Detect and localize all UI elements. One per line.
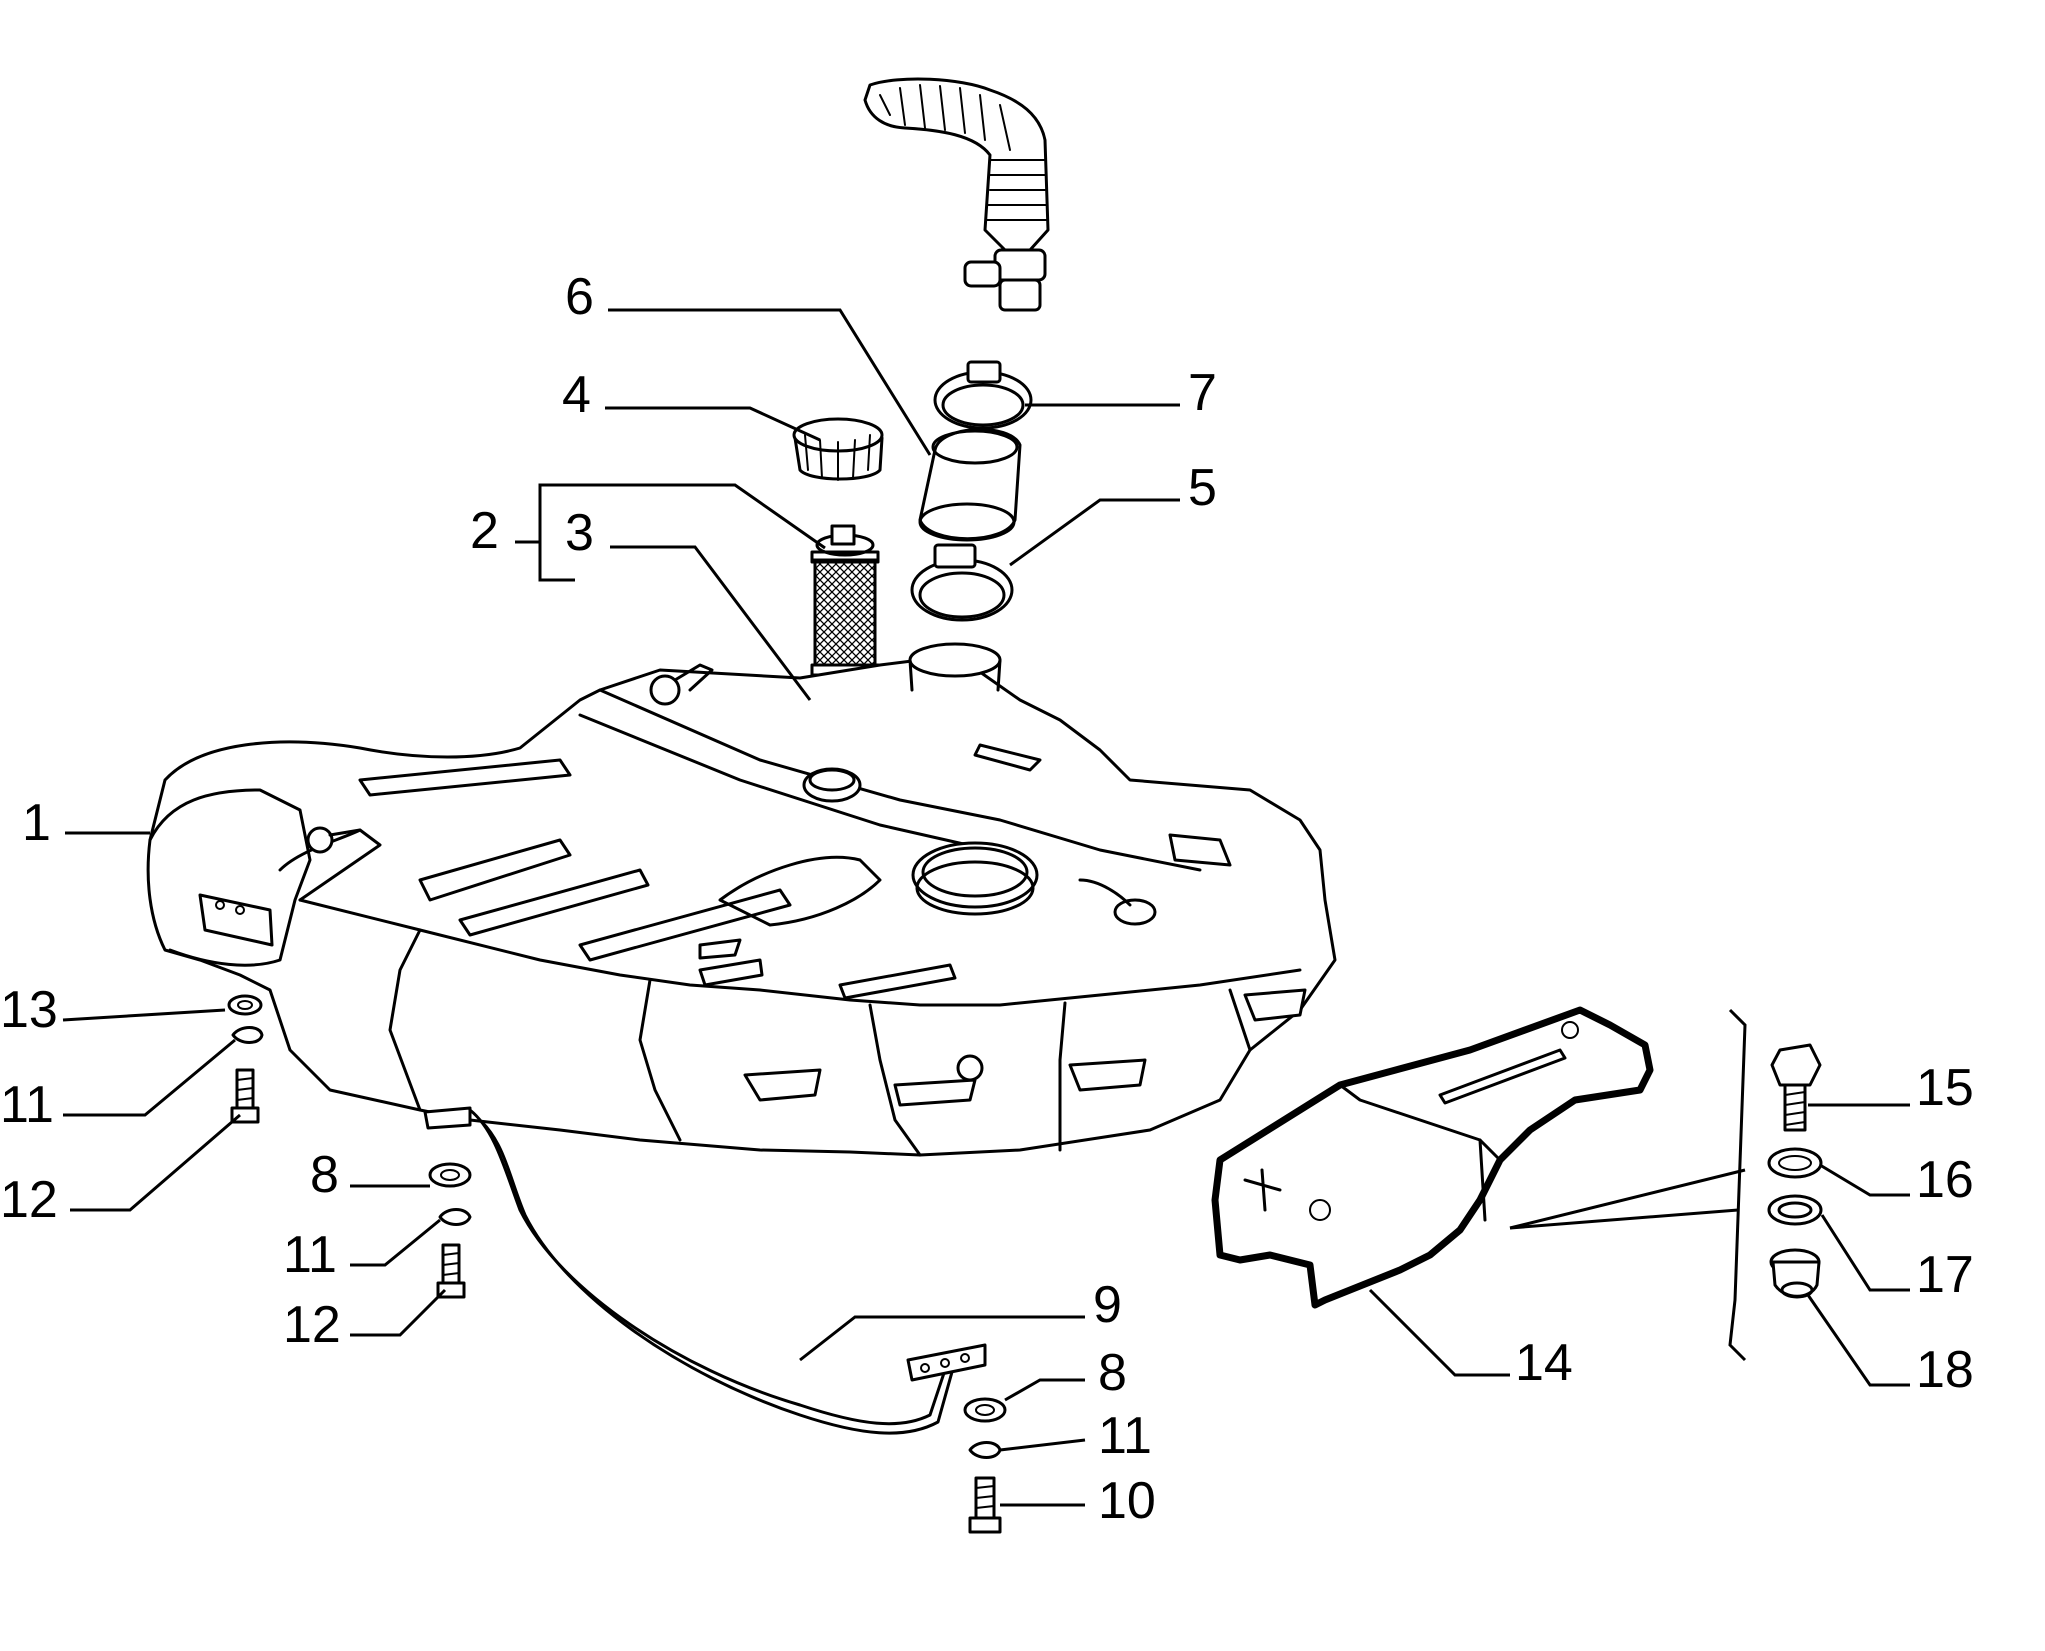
bolt-12a — [230, 1068, 260, 1124]
bolt-10 — [968, 1476, 1002, 1534]
callout-12-left: 12 — [0, 1171, 58, 1229]
lock-washer-11b — [438, 1208, 472, 1226]
callout-13: 13 — [0, 981, 58, 1039]
drain-plug-18 — [1769, 1248, 1821, 1299]
callout-6: 6 — [565, 268, 594, 326]
callout-4: 4 — [562, 366, 591, 424]
callout-8-upper: 8 — [310, 1146, 339, 1204]
callout-7: 7 — [1188, 364, 1217, 422]
washer-17 — [1767, 1194, 1823, 1226]
callout-8-lower: 8 — [1098, 1344, 1127, 1402]
filler-hose — [863, 77, 1050, 312]
lock-washer-11c — [968, 1441, 1002, 1459]
callout-5: 5 — [1188, 459, 1217, 517]
lock-ring — [792, 417, 884, 481]
callout-18: 18 — [1916, 1341, 1974, 1399]
callout-11-left: 11 — [0, 1076, 54, 1134]
bolt-15 — [1770, 1043, 1822, 1132]
hose-clamp-upper — [933, 360, 1033, 430]
washer-8b — [963, 1397, 1007, 1423]
washer-16 — [1767, 1147, 1823, 1179]
callout-17: 17 — [1916, 1246, 1974, 1304]
callout-1: 1 — [22, 794, 51, 852]
callout-9: 9 — [1093, 1276, 1122, 1334]
bolt-12b — [436, 1243, 466, 1299]
washer-8a — [428, 1162, 472, 1188]
callout-11-middle: 11 — [283, 1226, 337, 1284]
tank-strap — [423, 1106, 987, 1435]
washer-13 — [227, 994, 263, 1016]
lock-washer-11a — [231, 1026, 264, 1044]
callout-14: 14 — [1515, 1334, 1573, 1392]
filler-sleeve — [918, 427, 1022, 542]
callout-16: 16 — [1916, 1151, 1974, 1209]
callout-labels: 1 2 3 4 5 6 7 13 11 12 8 11 12 9 8 11 10… — [0, 268, 1974, 1530]
callout-2: 2 — [470, 502, 499, 560]
leader-lines — [62, 308, 1910, 1507]
hose-clamp-lower — [910, 543, 1014, 622]
heat-shield — [1211, 1006, 1654, 1309]
fuel-tank — [146, 642, 1337, 1157]
callout-10: 10 — [1098, 1472, 1156, 1530]
callout-11-lower: 11 — [1098, 1407, 1152, 1465]
callout-15: 15 — [1916, 1059, 1974, 1117]
callout-3: 3 — [565, 504, 594, 562]
fuel-pump-unit — [810, 524, 880, 677]
callout-12-middle: 12 — [283, 1296, 341, 1354]
